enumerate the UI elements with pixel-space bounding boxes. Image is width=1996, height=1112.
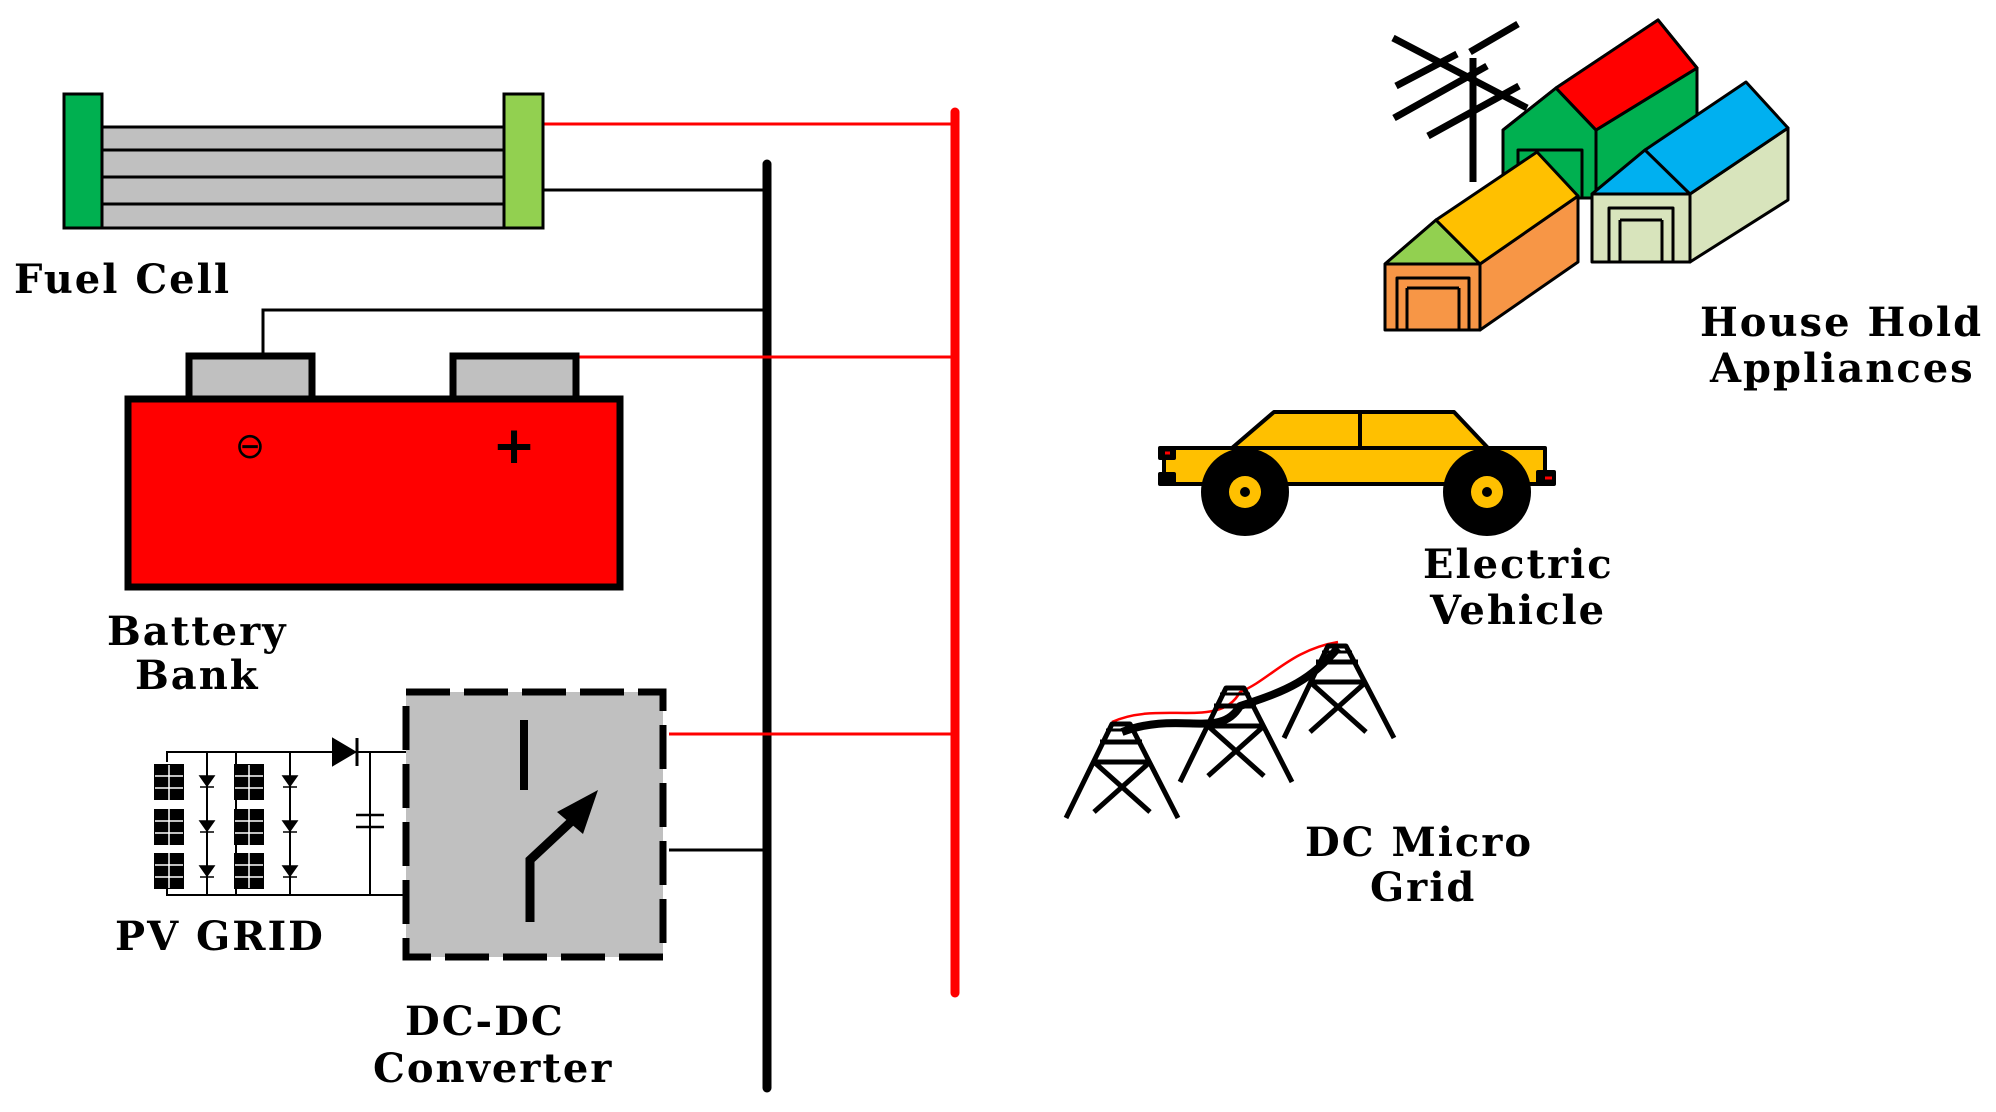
battery-negative-wire — [261, 308, 767, 356]
dc-micro-grid — [1063, 640, 1397, 820]
bypass-diode-icon — [198, 775, 216, 788]
battery-positive-terminal — [449, 352, 580, 403]
bypass-diode-icon — [198, 820, 216, 833]
battery-body — [124, 395, 624, 591]
battery-negative-symbol: ⊖ — [235, 426, 265, 467]
microgrid-label-line1: DC Micro — [1305, 819, 1533, 866]
tower-icon — [1177, 685, 1295, 784]
car-rear-wheel-icon — [1443, 448, 1531, 536]
tower-leg — [1177, 685, 1295, 784]
battery-label-line2: Bank — [135, 652, 260, 699]
household-appliances — [1383, 18, 1790, 332]
switch-blade — [525, 814, 579, 922]
car-rear-hub-cap — [1482, 487, 1492, 497]
connection-wires — [261, 122, 955, 852]
fuel-cell-left-plate — [62, 92, 104, 230]
series-diode-icon — [332, 737, 359, 767]
fuel-cell-right-plate — [502, 92, 545, 230]
tower-brace — [1092, 760, 1152, 814]
antenna-element — [1468, 20, 1520, 56]
pv-top-wire — [166, 751, 407, 762]
car-front-bumper — [1158, 472, 1176, 486]
pv-grid — [154, 737, 407, 896]
antenna-element — [1392, 62, 1489, 122]
battery-negative-terminal — [185, 352, 316, 403]
tower-leg — [1281, 643, 1397, 740]
pv-cell-grid — [155, 765, 263, 888]
house-blue — [1590, 80, 1790, 264]
house-yellow-roof — [1434, 150, 1580, 266]
household-label-line2: Appliances — [1709, 345, 1975, 392]
ev-label-line1: Electric — [1423, 541, 1614, 588]
series-diode-triangle — [332, 737, 357, 767]
tower-leg — [1063, 721, 1181, 820]
house-blue-roof — [1590, 80, 1790, 196]
house-yellow — [1383, 150, 1580, 332]
tower-brace — [1206, 724, 1266, 778]
tower-brace — [1308, 680, 1368, 734]
dc-dc-converter: DC-DC Converter — [373, 688, 667, 1092]
converter-label-line2: Converter — [373, 1045, 613, 1092]
bypass-diode-icon — [281, 775, 299, 788]
bypass-diode-icon — [198, 865, 216, 878]
fuel-cell-label: Fuel Cell — [14, 256, 231, 303]
microgrid-label-line2: Grid — [1370, 864, 1476, 911]
bypass-diode-icon — [281, 820, 299, 833]
tower-icon — [1281, 643, 1397, 740]
pv-bypass-diodes — [198, 775, 299, 878]
antenna-icon — [1391, 20, 1529, 182]
dc-bus — [762, 107, 960, 1093]
fuel-cell: Fuel Cell — [14, 92, 545, 303]
antenna-element — [1394, 50, 1459, 90]
battery-positive-symbol: + — [492, 416, 536, 476]
electric-vehicle — [1158, 410, 1556, 536]
tower-icon — [1063, 721, 1181, 820]
converter-label-line1: DC-DC — [405, 998, 565, 1045]
ev-label-line2: Vehicle — [1429, 587, 1606, 634]
house-blue-ridge — [1643, 148, 1692, 196]
car-front-wheel-icon — [1201, 448, 1289, 536]
house-red — [1501, 18, 1699, 200]
antenna-element — [1426, 82, 1521, 140]
battery-bank: ⊖ + Battery Bank — [107, 352, 624, 699]
household-label-line1: House Hold — [1700, 299, 1983, 346]
antenna-boom — [1391, 34, 1529, 112]
battery-label-line1: Battery — [107, 608, 287, 655]
car-front-hub-cap — [1240, 487, 1250, 497]
pv-grid-label: PV GRID — [115, 913, 325, 960]
transmission-cable-red — [1111, 640, 1339, 724]
switch-arrow-icon — [557, 790, 598, 834]
house-red-roof-gable — [1554, 18, 1699, 132]
capacitor-icon — [356, 752, 384, 895]
bypass-diode-icon — [281, 865, 299, 878]
